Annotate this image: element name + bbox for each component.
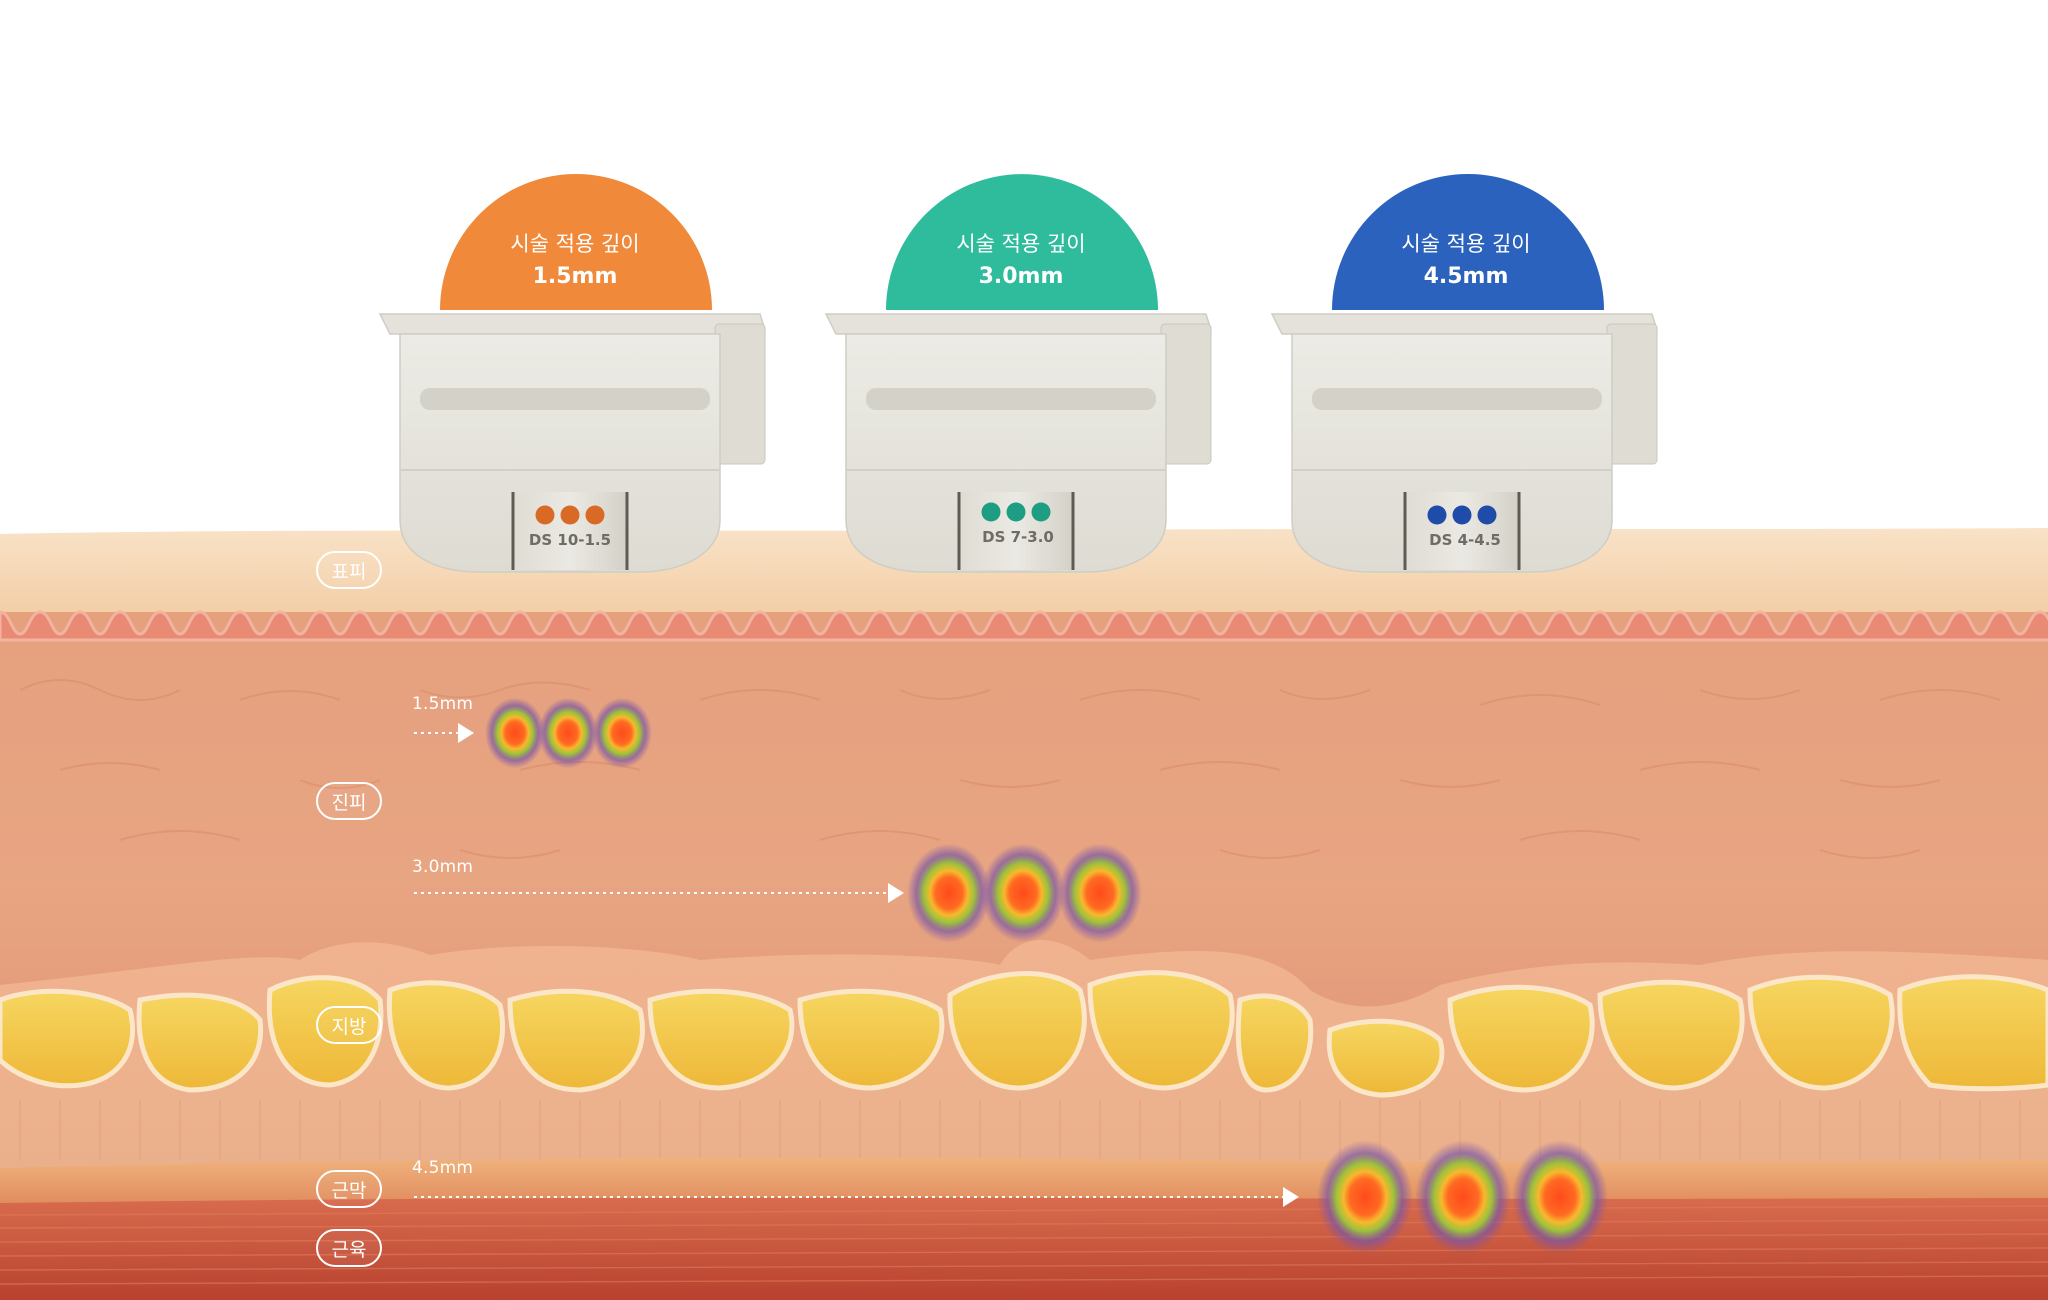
dermis-texture [19, 679, 2001, 859]
layer-label-dermis: 진피 [316, 782, 382, 820]
cartridge-dome-2 [886, 174, 1158, 310]
depth-arrows-group [414, 723, 1299, 1207]
heat-points-group [485, 697, 1608, 1254]
cartridge-groove-3 [1312, 388, 1602, 410]
cartridge-code-1: DS 10-1.5 [528, 531, 612, 549]
dome-text-1: 시술 적용 깊이 1.5mm [445, 228, 705, 289]
dome-title-3: 시술 적용 깊이 [1401, 232, 1531, 256]
cartridge-3 [1270, 174, 1659, 573]
cartridge-panel-1 [513, 492, 627, 570]
cartridge-1 [378, 174, 767, 573]
heat-point-2-1 [907, 843, 991, 943]
dome-text-3: 시술 적용 깊이 4.5mm [1336, 228, 1596, 289]
depth-label-3-0: 3.0mm [412, 857, 474, 877]
cartridge-dot-1-3 [585, 505, 605, 525]
cartridge-dot-3-1 [1427, 505, 1447, 525]
cartridge-dot-1-2 [560, 505, 580, 525]
cartridge-dot-1-1 [535, 505, 555, 525]
heat-point-2-2 [981, 843, 1065, 943]
cartridge-dome-3 [1332, 174, 1604, 310]
cartridge-groove-1 [420, 388, 710, 410]
cartridge-dot-2-1 [981, 502, 1001, 522]
depth-label-1-5: 1.5mm [412, 694, 474, 714]
heat-point-1-3 [592, 697, 652, 769]
dome-text-2: 시술 적용 깊이 3.0mm [891, 228, 1151, 289]
layer-label-epidermis: 표피 [316, 551, 382, 589]
cartridge-dot-2-3 [1031, 502, 1051, 522]
cartridge-groove-2 [866, 388, 1156, 410]
cartridge-dot-3-3 [1477, 505, 1497, 525]
heat-point-1-1 [485, 697, 545, 769]
cartridges-group [378, 174, 1659, 573]
dermal-epidermal-junction [0, 610, 2048, 642]
heat-point-3-1 [1317, 1140, 1413, 1254]
heat-point-3-2 [1415, 1140, 1511, 1254]
heat-point-3-3 [1512, 1140, 1608, 1254]
septa-lines [19, 1100, 2021, 1160]
cartridge-code-3: DS 4-4.5 [1429, 531, 1501, 549]
cartridge-2 [824, 174, 1213, 573]
fat-lobules [0, 970, 2048, 1098]
dome-depth-2: 3.0mm [978, 264, 1064, 289]
cartridge-code-2: DS 7-3.0 [982, 528, 1054, 546]
layer-label-muscle: 근육 [316, 1229, 382, 1267]
cartridge-dot-2-2 [1006, 502, 1026, 522]
dome-depth-1: 1.5mm [532, 264, 618, 289]
depth-label-4-5: 4.5mm [412, 1158, 474, 1178]
cartridge-dome-1 [440, 174, 712, 310]
dome-depth-3: 4.5mm [1423, 264, 1509, 289]
layer-label-fascia: 근막 [316, 1170, 382, 1208]
heat-point-2-3 [1058, 843, 1142, 943]
dome-title-2: 시술 적용 깊이 [956, 232, 1086, 256]
heat-point-1-2 [538, 697, 598, 769]
cartridge-dot-3-2 [1452, 505, 1472, 525]
layer-label-fat: 지방 [316, 1006, 382, 1044]
dome-title-1: 시술 적용 깊이 [510, 232, 640, 256]
cartridge-panel-3 [1405, 492, 1519, 570]
